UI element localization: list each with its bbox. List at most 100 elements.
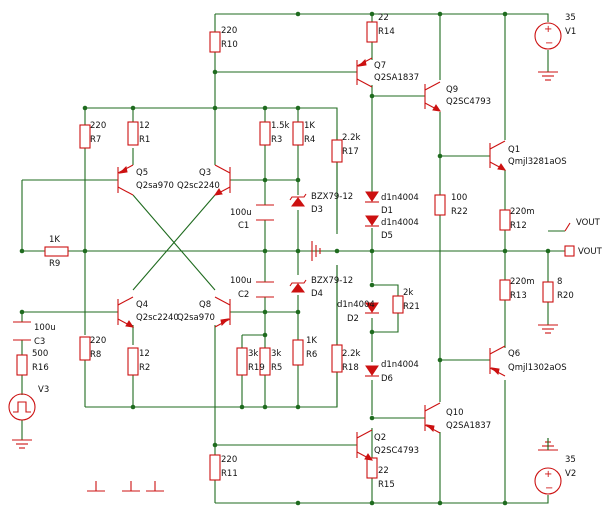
ground-symbol [538, 438, 558, 451]
r17-value: 2.2k [342, 133, 361, 143]
r18-value: 2.2k [342, 349, 361, 359]
r9-value: 1K [49, 235, 60, 245]
r21-value: 2k [403, 288, 413, 298]
resistor-r11[interactable] [209, 454, 221, 481]
r11-value: 220 [221, 455, 237, 465]
vout-label-text: VOUT [578, 247, 603, 257]
zener-d4[interactable] [289, 279, 307, 293]
r20-value: 8 [557, 277, 562, 287]
r21-ref: R21 [403, 302, 420, 312]
diode-d6[interactable] [365, 365, 379, 377]
resistor-r6[interactable] [292, 339, 304, 366]
q6-value: Qmjl1302aOS [508, 363, 567, 373]
transistor-q1[interactable] [489, 140, 507, 171]
v1-value: 35 [565, 13, 576, 23]
resistor-r20[interactable] [542, 281, 554, 303]
ground-symbol [87, 481, 105, 492]
d4-value: BZX79-12 [311, 276, 353, 286]
transistor-q10[interactable] [424, 402, 441, 434]
diode-d1[interactable] [365, 191, 379, 203]
resistor-r10[interactable] [209, 31, 221, 53]
diode-d5[interactable] [365, 215, 379, 227]
transistor-q9[interactable] [424, 81, 442, 112]
r16-ref: R16 [32, 363, 49, 373]
capacitors [13, 204, 274, 341]
resistor-r17[interactable] [331, 139, 343, 163]
r7-value: 220 [90, 121, 106, 131]
q1-ref: Q1 [508, 145, 520, 155]
r22-value: 100 [451, 193, 467, 203]
transistor-q7[interactable] [356, 57, 373, 88]
ground-symbol [311, 241, 321, 261]
r4-ref: R4 [304, 135, 315, 145]
d3-value: BZX79-12 [311, 192, 353, 202]
d5-value: d1n4004 [381, 218, 419, 228]
voltage-source-v2[interactable]: + − [534, 467, 562, 495]
resistor-r5[interactable] [259, 347, 271, 376]
resistor-r22[interactable] [434, 194, 446, 216]
ground-symbol [538, 324, 558, 334]
zener-d3[interactable] [289, 193, 307, 207]
diodes [289, 191, 379, 377]
q4-ref: Q4 [136, 300, 148, 310]
q3-value: Q2sc2240 [177, 181, 220, 191]
transistor-q3[interactable] [213, 164, 231, 196]
resistor-r7[interactable] [79, 124, 91, 149]
transistors [117, 57, 507, 461]
r12-value: 220m [510, 207, 535, 217]
capacitor-c1[interactable] [256, 204, 274, 221]
ground-symbol [12, 439, 32, 449]
resistor-r8[interactable] [79, 336, 91, 361]
q6-ref: Q6 [508, 349, 520, 359]
resistor-r3[interactable] [259, 121, 271, 146]
capacitor-c3[interactable] [13, 321, 31, 341]
resistor-r14[interactable] [366, 21, 378, 43]
pulse-source-v3[interactable] [8, 393, 36, 421]
svg-text:−: − [545, 38, 553, 49]
r13-ref: R13 [510, 291, 527, 301]
voltage-source-v1[interactable]: + − [534, 22, 562, 50]
q10-value: Q2SA1837 [446, 421, 491, 431]
q1-value: Qmjl3281aOS [508, 157, 567, 167]
c3-ref: C3 [34, 337, 45, 347]
resistor-r9[interactable] [44, 246, 69, 257]
transistor-q2[interactable] [356, 429, 374, 461]
vout-label-text: VOUT [576, 218, 601, 228]
vout-net-label[interactable]: VOUT [564, 218, 601, 232]
r17-ref: R17 [342, 147, 359, 157]
transistor-q8[interactable] [214, 296, 231, 328]
resistor-r12[interactable] [499, 209, 511, 231]
resistor-r15[interactable] [366, 457, 378, 479]
resistor-r18[interactable] [331, 344, 343, 373]
resistor-r13[interactable] [499, 279, 511, 301]
transistor-q6[interactable] [489, 345, 506, 377]
r8-ref: R8 [90, 350, 101, 360]
resistor-r16[interactable] [16, 354, 28, 376]
resistor-r19[interactable] [236, 347, 248, 376]
resistor-r1[interactable] [127, 121, 139, 146]
r19-ref: R19 [248, 363, 265, 373]
r1-ref: R1 [139, 135, 150, 145]
r4-value: 1K [304, 121, 315, 131]
v3-ref: V3 [38, 385, 49, 395]
r9-ref: R9 [49, 259, 60, 269]
q2-ref: Q2 [374, 433, 386, 443]
transistor-q5[interactable] [117, 164, 134, 196]
vout-net-label[interactable]: VOUT [564, 245, 603, 257]
capacitor-c2[interactable] [256, 281, 274, 298]
r20-ref: R20 [557, 291, 574, 301]
r7-ref: R7 [90, 135, 101, 145]
r6-ref: R6 [306, 350, 317, 360]
q7-value: Q2SA1837 [374, 73, 419, 83]
resistor-r2[interactable] [127, 347, 139, 376]
v2-value: 35 [565, 455, 576, 465]
r3-value: 1.5k [271, 121, 290, 131]
resistor-r21[interactable] [392, 295, 404, 314]
c1-ref: C1 [238, 221, 249, 231]
transistor-q4[interactable] [117, 296, 135, 328]
resistor-r4[interactable] [292, 121, 304, 146]
q5-value: Q2sa970 [136, 181, 174, 191]
diode-d2[interactable] [365, 302, 379, 314]
ground-symbol [122, 481, 140, 492]
